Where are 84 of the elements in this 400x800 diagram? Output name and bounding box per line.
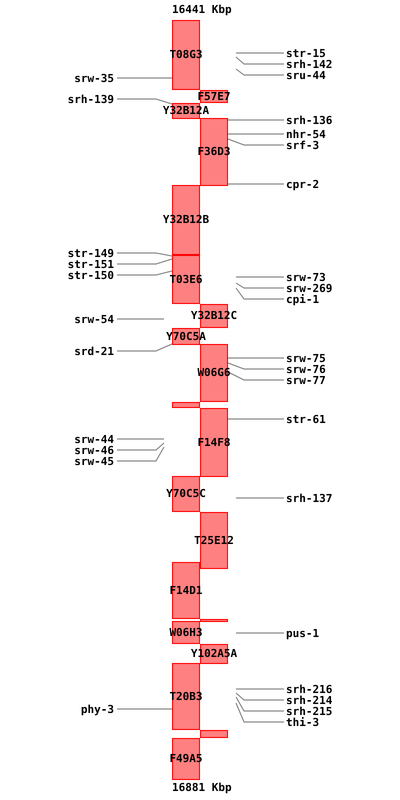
clone-label: W06H3: [169, 626, 203, 638]
gene-label: srh-137: [286, 492, 332, 504]
clone-label: Y70C5C: [166, 488, 206, 500]
leader-line: [236, 692, 284, 700]
gene-label: cpi-1: [286, 294, 320, 304]
leader-line: [116, 438, 164, 440]
leader-line: [116, 98, 172, 104]
gene-label: srw-44: [74, 434, 114, 444]
gene-label: srf-3: [286, 140, 320, 150]
leader-line: [236, 276, 284, 278]
gene-label: str-15: [286, 48, 326, 58]
gene-label: srw-73: [286, 272, 326, 282]
leader-line: [236, 282, 284, 288]
gene-label: srw-54: [74, 314, 114, 324]
clone-label: T08G3: [169, 49, 203, 61]
leader-line: [116, 708, 172, 710]
leader-line: [116, 446, 164, 462]
clone-box: [172, 663, 200, 730]
clone-label: W06G6: [197, 367, 231, 379]
leader-line: [236, 702, 284, 722]
clone-box: [172, 255, 200, 304]
clone-label: T25E12: [194, 534, 234, 546]
gene-label: cpr-2: [286, 178, 320, 190]
gene-label: nhr-54: [286, 128, 326, 140]
clone-label: F57E7: [197, 90, 231, 102]
gene-label: srw-45: [74, 456, 114, 466]
leader-line: [228, 138, 284, 146]
gene-label: str-151: [68, 258, 114, 270]
leader-line: [116, 258, 172, 264]
gene-label: str-61: [286, 414, 326, 424]
clone-label: Y32B12C: [190, 310, 238, 322]
leader-line: [116, 270, 172, 276]
clone-label: F14D1: [169, 584, 203, 596]
gene-label: srw-35: [74, 72, 114, 84]
clone-label: T03E6: [169, 274, 203, 286]
leader-line: [116, 318, 164, 320]
clone-box: [200, 619, 228, 622]
gene-label: srh-214: [286, 694, 332, 706]
gene-label: srh-139: [68, 94, 114, 104]
leader-line: [236, 696, 284, 712]
clone-label: Y32B12A: [162, 105, 210, 117]
clone-label: Y102A5A: [190, 648, 238, 660]
gene-label: thi-3: [286, 716, 320, 728]
leader-line: [116, 344, 172, 352]
gene-label: str-149: [68, 248, 114, 258]
leader-line: [236, 52, 284, 54]
clone-box: [200, 90, 228, 103]
leader-line: [228, 362, 284, 370]
clone-label: Y32B12B: [162, 214, 210, 226]
gene-label: str-150: [68, 270, 114, 280]
gene-label: srw-76: [286, 364, 326, 374]
leader-line: [228, 418, 284, 420]
clone-box: [172, 20, 200, 90]
gene-label: srh-216: [286, 684, 332, 694]
leader-line: [236, 288, 284, 300]
clone-box: [172, 738, 200, 780]
gene-label: srh-142: [286, 58, 332, 70]
clone-label: T20B3: [169, 690, 203, 702]
leader-line: [236, 56, 284, 64]
gene-label: sru-44: [286, 70, 326, 80]
clone-label: F14F8: [197, 436, 231, 448]
gene-label: srh-136: [286, 114, 332, 126]
clone-label: F49A5: [169, 753, 203, 765]
gene-label: srh-215: [286, 706, 332, 716]
leader-line: [236, 68, 284, 76]
gene-label: srw-75: [286, 352, 326, 364]
gene-label: pus-1: [286, 628, 320, 638]
gene-label: srw-77: [286, 374, 326, 386]
clone-box: [172, 402, 200, 408]
clone-box: [200, 730, 228, 738]
gene-label: phy-3: [80, 704, 114, 714]
clone-label: Y70C5A: [166, 330, 206, 342]
clone-box: [200, 408, 228, 477]
leader-line: [116, 442, 164, 450]
gene-label: srw-269: [286, 282, 332, 294]
leader-line: [228, 372, 284, 380]
gene-label: srd-21: [74, 346, 114, 356]
leader-line: [236, 632, 284, 634]
clone-box: [200, 118, 228, 186]
clone-box: [172, 562, 200, 619]
clone-label: F36D3: [197, 146, 231, 158]
leader-line: [116, 252, 172, 256]
gene-label: srw-46: [74, 444, 114, 456]
leader-line: [236, 688, 284, 690]
